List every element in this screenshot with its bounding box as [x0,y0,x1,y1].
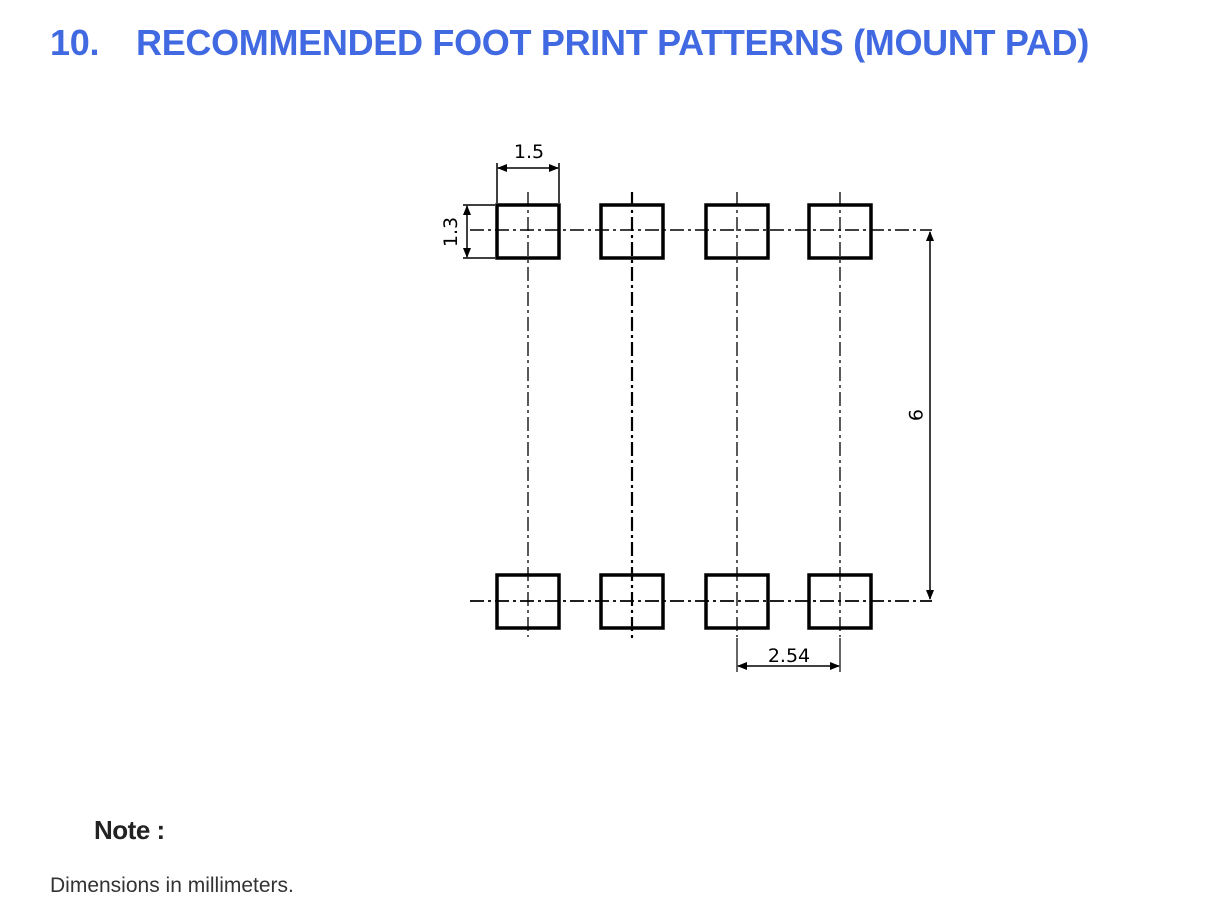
mount-pad [599,203,665,260]
pad-height-dimension: 1.3 [440,204,495,259]
note-text: Dimensions in millimeters. [50,874,294,897]
mount-pad [599,573,665,630]
mount-pad [704,573,770,630]
pad-width-label: 1.5 [514,141,544,163]
mount-pad [704,203,770,260]
mount-pad [807,203,873,260]
section-number: 10. [50,22,100,63]
section-title: RECOMMENDED FOOT PRINT PATTERNS (MOUNT P… [136,22,1090,63]
pitch-label: 2.54 [768,645,810,667]
row-spacing-label: 9 [904,409,926,421]
pad-height-label: 1.3 [440,217,462,247]
note-title: Note : [94,815,165,845]
pad-width-dimension: 1.5 [496,141,560,203]
section-heading: 10. RECOMMENDED FOOT PRINT PATTERNS (MOUN… [50,22,1089,64]
mount-pad [495,203,561,260]
pitch-dimension: 2.54 [736,638,841,672]
row-spacing-dimension: 9 [904,231,934,600]
mount-pad [807,573,873,630]
mount-pad [495,573,561,630]
